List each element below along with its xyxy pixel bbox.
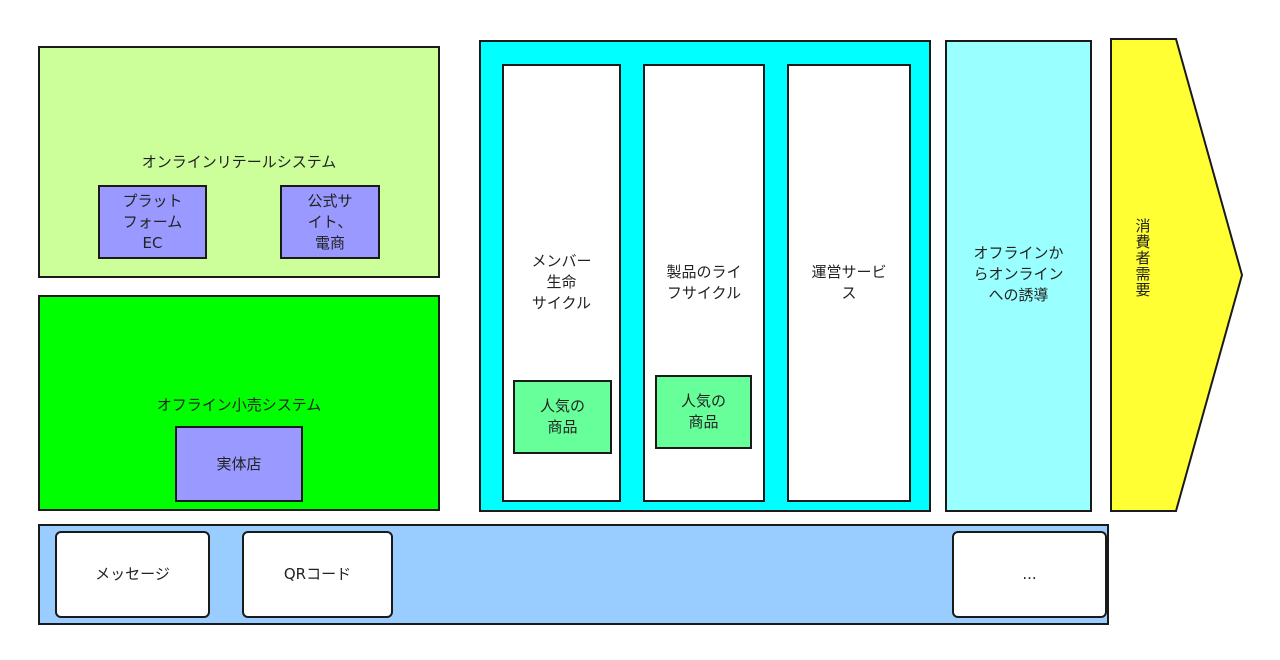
operations-service-label: 運営サービ ス bbox=[811, 263, 887, 302]
online-retail-system-block: オンラインリテールシステム プラット フォーム EC 公式サ イト、 電商 bbox=[38, 46, 440, 278]
official-site-label: 公式サ イト、 電商 bbox=[307, 191, 353, 252]
popular-item-label: 人気の 商品 bbox=[539, 397, 585, 436]
member-lifecycle-label: メンバー 生命 サイクル bbox=[531, 252, 592, 312]
more-box: ... bbox=[952, 531, 1107, 618]
product-lifecycle-label: 製品のライ フサイクル bbox=[666, 263, 742, 302]
product-lifecycle-column: 製品のライ フサイクル 人気の 商品 bbox=[643, 64, 765, 502]
popular-item-label: 人気の 商品 bbox=[680, 392, 726, 431]
channel-bar: メッセージ QRコード ... bbox=[38, 524, 1109, 625]
qr-code-label: QRコード bbox=[283, 565, 352, 583]
platform-ec-box: プラット フォーム EC bbox=[98, 185, 207, 259]
offline-to-online-block: オフラインか らオンライン への誘導 bbox=[945, 40, 1092, 512]
more-label: ... bbox=[1022, 565, 1037, 583]
lifecycle-container: メンバー 生命 サイクル 人気の 商品 製品のライ フサイクル 人気の 商品 運… bbox=[479, 40, 931, 512]
consumer-demand-arrow-shape bbox=[1110, 38, 1244, 512]
offline-retail-system-title: オフライン小売システム bbox=[156, 396, 322, 414]
physical-store-box: 実体店 bbox=[175, 426, 303, 502]
consumer-demand-arrow bbox=[1110, 38, 1244, 512]
operations-service-column: 運営サービ ス bbox=[787, 64, 911, 502]
offline-retail-system-block: オフライン小売システム 実体店 bbox=[38, 295, 440, 511]
message-box: メッセージ bbox=[55, 531, 210, 618]
official-site-box: 公式サ イト、 電商 bbox=[280, 185, 380, 259]
online-retail-system-title: オンラインリテールシステム bbox=[141, 153, 337, 171]
consumer-demand-label: 消費者需要 bbox=[1133, 218, 1152, 298]
physical-store-label: 実体店 bbox=[216, 454, 262, 473]
member-lifecycle-column: メンバー 生命 サイクル 人気の 商品 bbox=[502, 64, 621, 502]
platform-ec-label: プラット フォーム EC bbox=[122, 191, 183, 252]
offline-to-online-label: オフラインか らオンライン への誘導 bbox=[973, 244, 1064, 304]
popular-item-box: 人気の 商品 bbox=[655, 375, 752, 449]
popular-item-box: 人気の 商品 bbox=[513, 380, 612, 454]
qr-code-box: QRコード bbox=[242, 531, 393, 618]
message-label: メッセージ bbox=[95, 565, 170, 583]
